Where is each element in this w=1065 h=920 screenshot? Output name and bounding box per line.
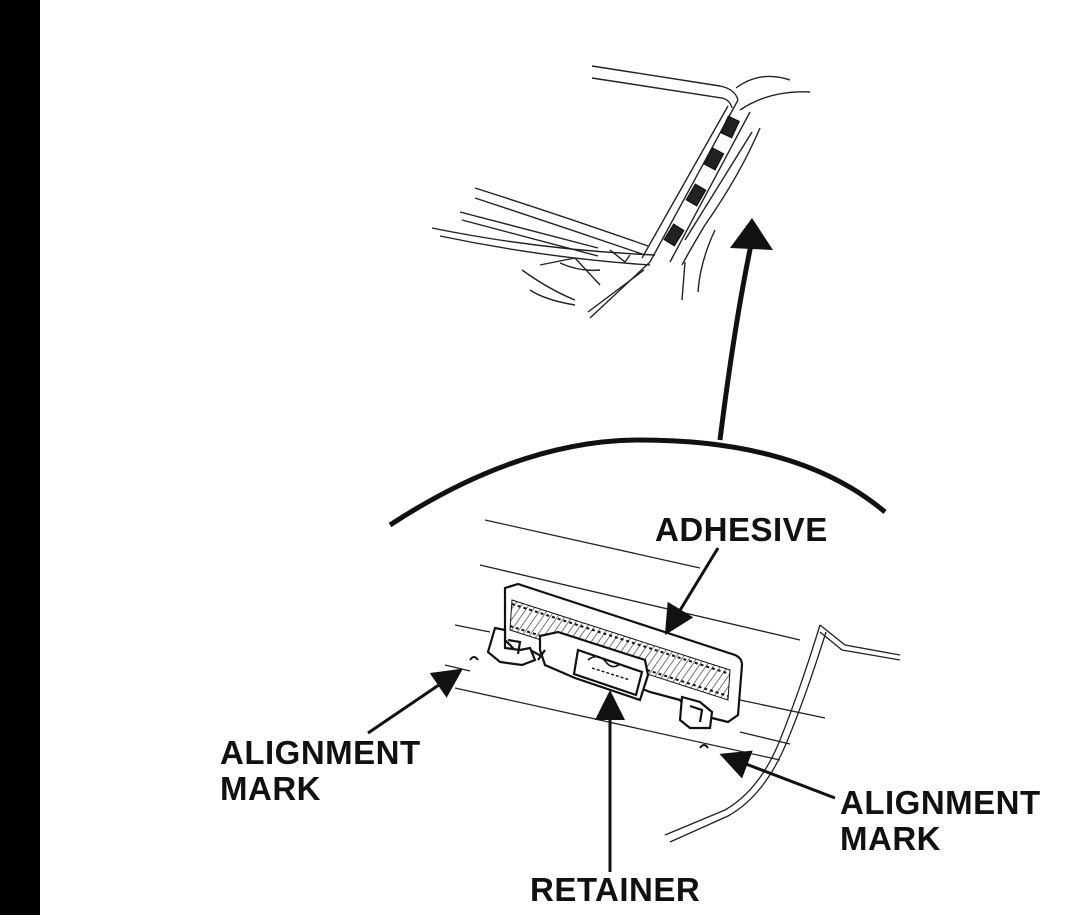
alignment-right-line2: MARK xyxy=(840,820,941,857)
adhesive-label: ADHESIVE xyxy=(655,511,828,548)
retainer-part xyxy=(486,582,744,730)
detail-arc xyxy=(388,437,887,528)
pillar-clip xyxy=(719,115,741,139)
alignment-mark-right-label: ALIGNMENT MARK xyxy=(840,785,1041,857)
view-arrow xyxy=(717,239,755,441)
windshield-frame-view xyxy=(431,65,811,319)
alignment-mark-left xyxy=(469,656,479,661)
alignment-right-leader xyxy=(719,750,836,800)
view-arrow-head xyxy=(730,218,773,250)
pillar-clip xyxy=(703,147,725,171)
alignment-mark-right xyxy=(699,744,709,749)
side-bar xyxy=(0,0,40,915)
pillar-clips xyxy=(663,115,741,247)
body-panel xyxy=(444,519,901,843)
pillar-clip xyxy=(685,183,707,207)
retainer-label: RETAINER xyxy=(530,871,701,908)
adhesive-leader xyxy=(664,547,720,636)
alignment-mark-left-label: ALIGNMENT MARK xyxy=(220,735,421,807)
alignment-left-line1: ALIGNMENT xyxy=(220,734,421,771)
alignment-left-line2: MARK xyxy=(220,770,321,807)
pillar-clip xyxy=(663,223,685,247)
adhesive-strip xyxy=(509,599,731,701)
alignment-right-line1: ALIGNMENT xyxy=(840,784,1041,821)
alignment-left-leader xyxy=(367,668,463,735)
